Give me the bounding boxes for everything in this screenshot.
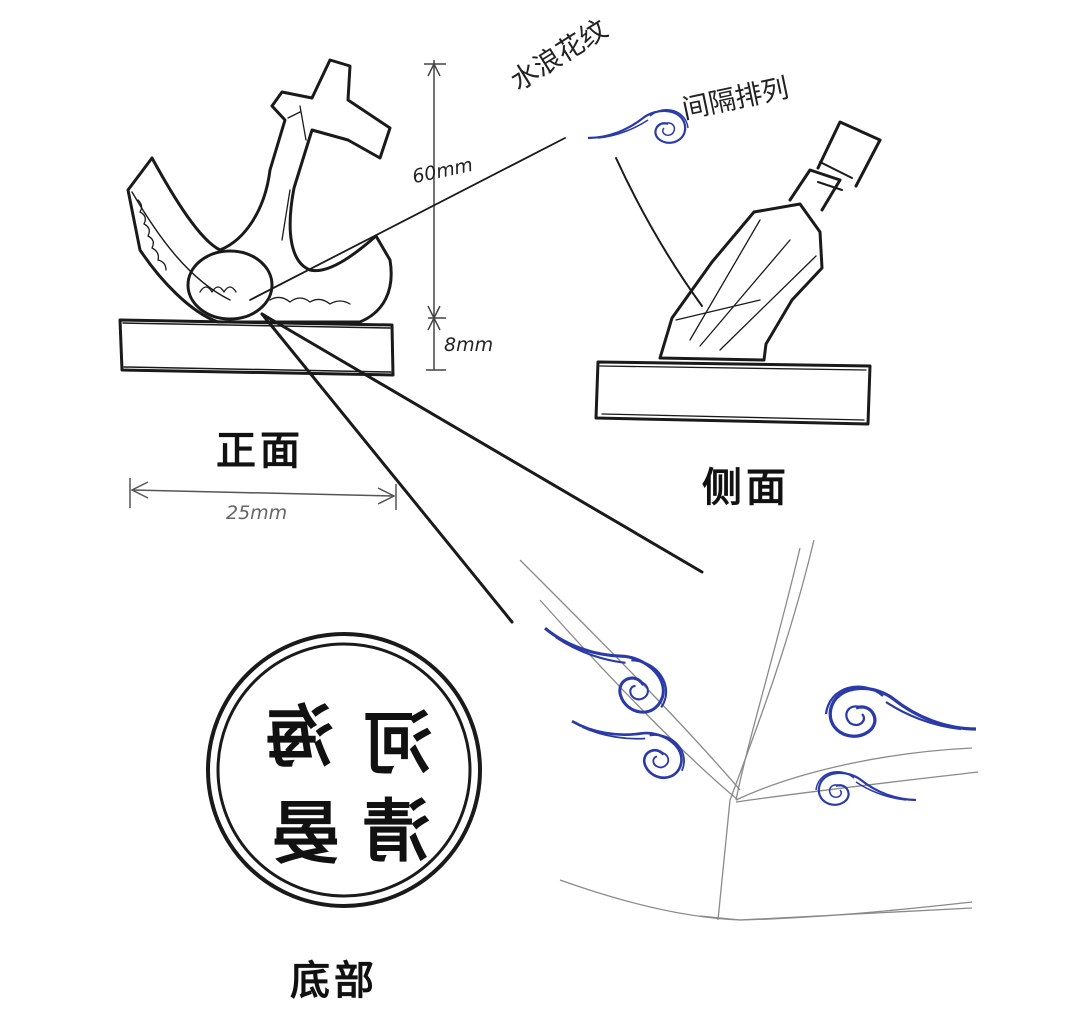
base-height-label: 8mm [444, 334, 494, 356]
seal-char-qing: 清 [362, 793, 431, 872]
bottom-seal [206, 632, 482, 908]
side-view-anchor [594, 120, 882, 426]
seal-char-he: 河 [364, 705, 433, 784]
seal-char-yan: 晏 [272, 795, 341, 874]
detail-wave-left-top [539, 596, 680, 725]
detail-wave-right-top [824, 684, 978, 738]
height-dimension [424, 60, 446, 371]
detail-wave-left-bottom [567, 690, 695, 788]
front-view-title: 正面 [216, 428, 304, 474]
detail-pencil-sketch [519, 539, 979, 921]
wave-motif-sample [586, 108, 690, 144]
seal-char-hai: 海 [266, 699, 335, 778]
detail-wave-right-bottom [814, 770, 918, 806]
leader-lines [249, 137, 704, 624]
bottom-view-title: 底部 [290, 958, 378, 1004]
width-label: 25mm [226, 502, 288, 524]
side-view-title: 侧面 [702, 465, 790, 511]
width-dimension [129, 478, 397, 510]
front-view-anchor [118, 58, 395, 377]
